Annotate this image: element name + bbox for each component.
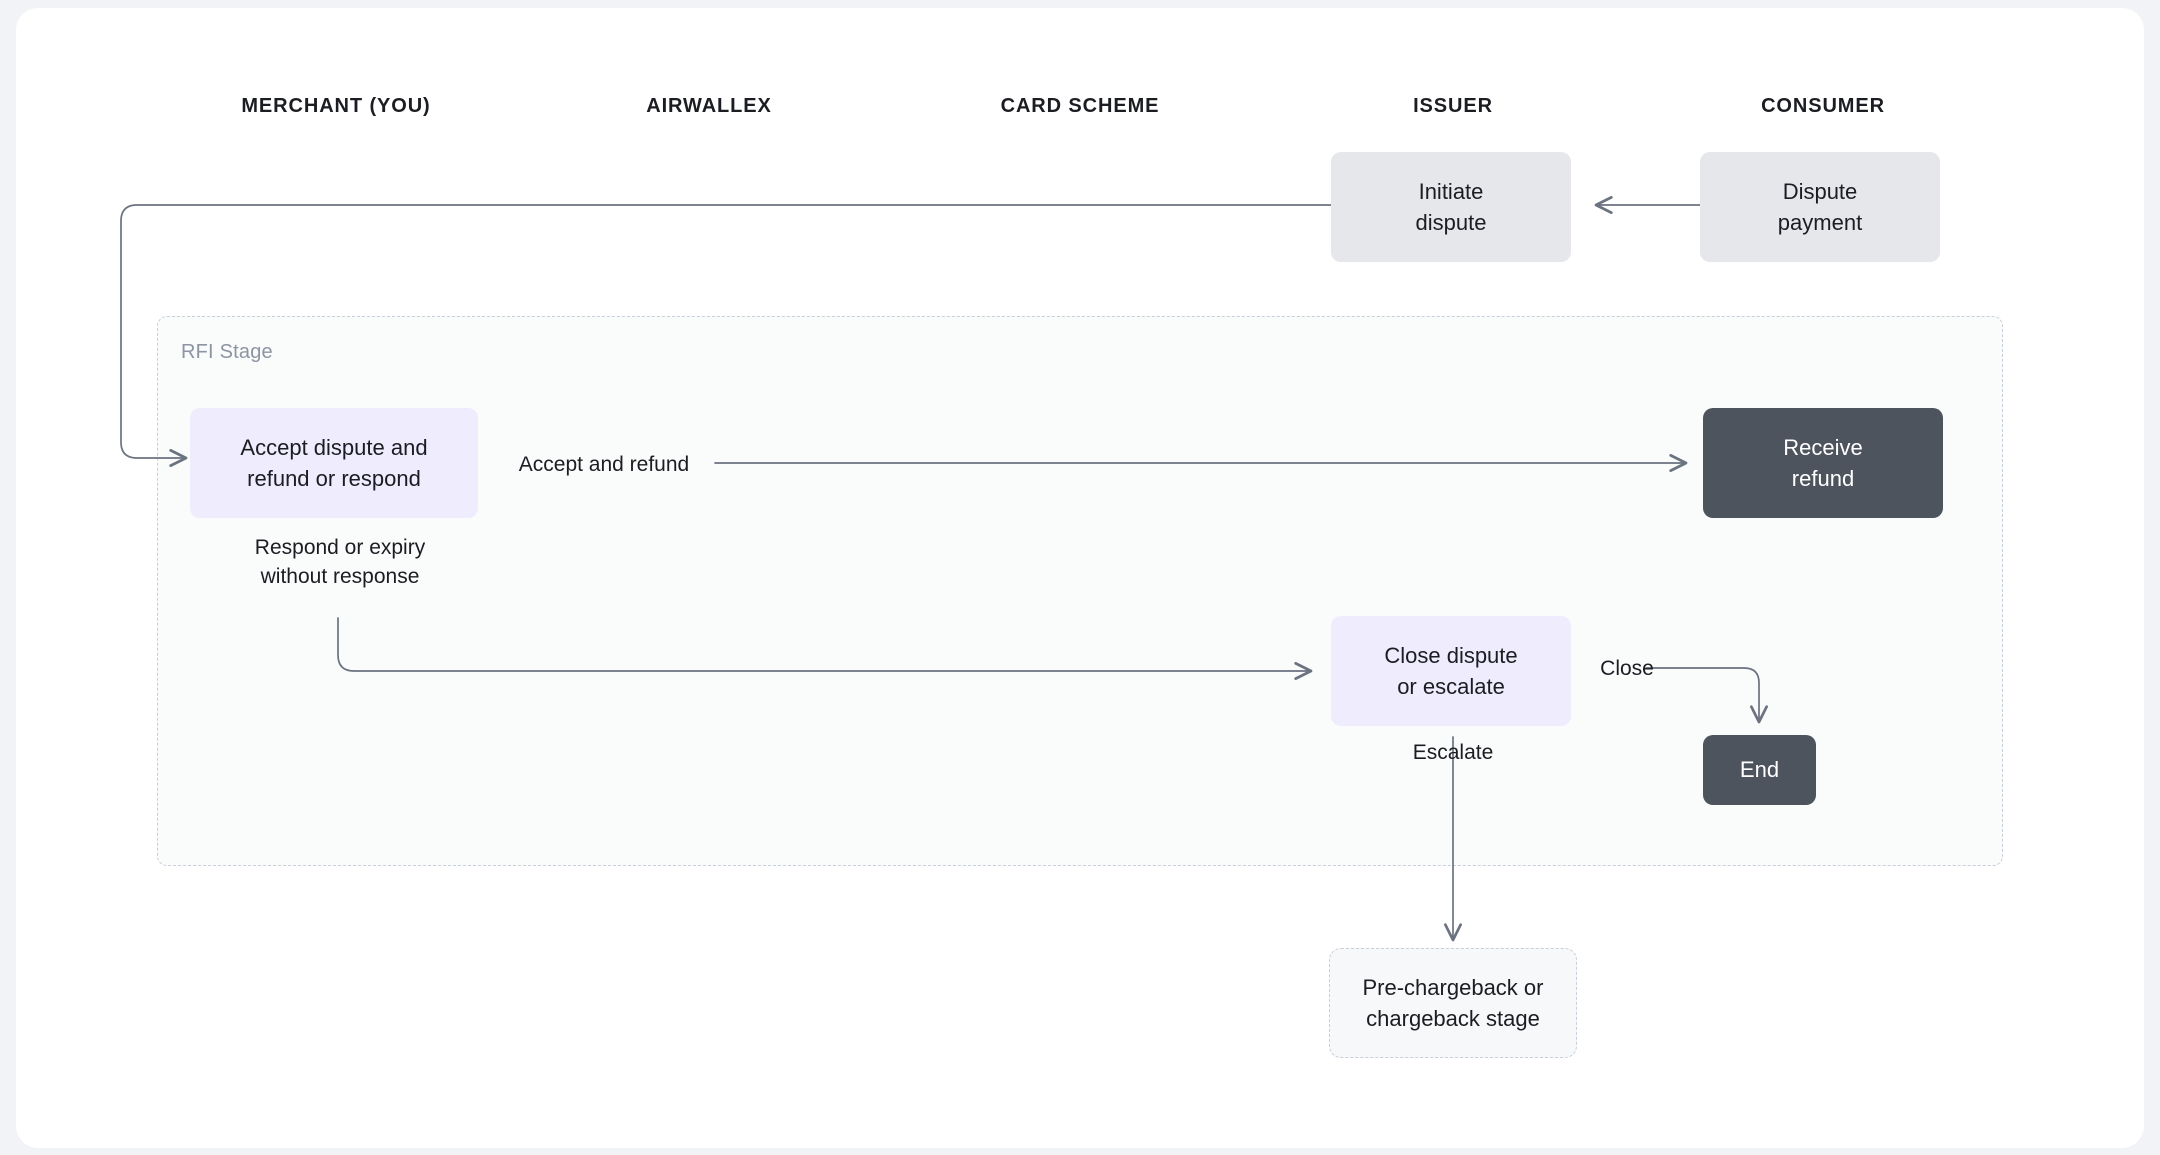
edge-label-accept-and-refund: Accept and refund: [518, 453, 690, 476]
column-header-consumer: CONSUMER: [1761, 95, 1885, 117]
column-header-airwallex: AIRWALLEX: [646, 95, 772, 117]
column-header-card-scheme: CARD SCHEME: [1000, 95, 1160, 117]
column-header-merchant: MERCHANT (YOU): [241, 95, 431, 117]
column-header-issuer: ISSUER: [1413, 95, 1493, 117]
edge-label-close: Close: [1600, 657, 1654, 680]
rfi-stage-label: RFI Stage: [181, 341, 273, 363]
edge-label-escalate: Escalate: [1412, 741, 1494, 764]
node-end[interactable]: End: [1703, 735, 1816, 805]
